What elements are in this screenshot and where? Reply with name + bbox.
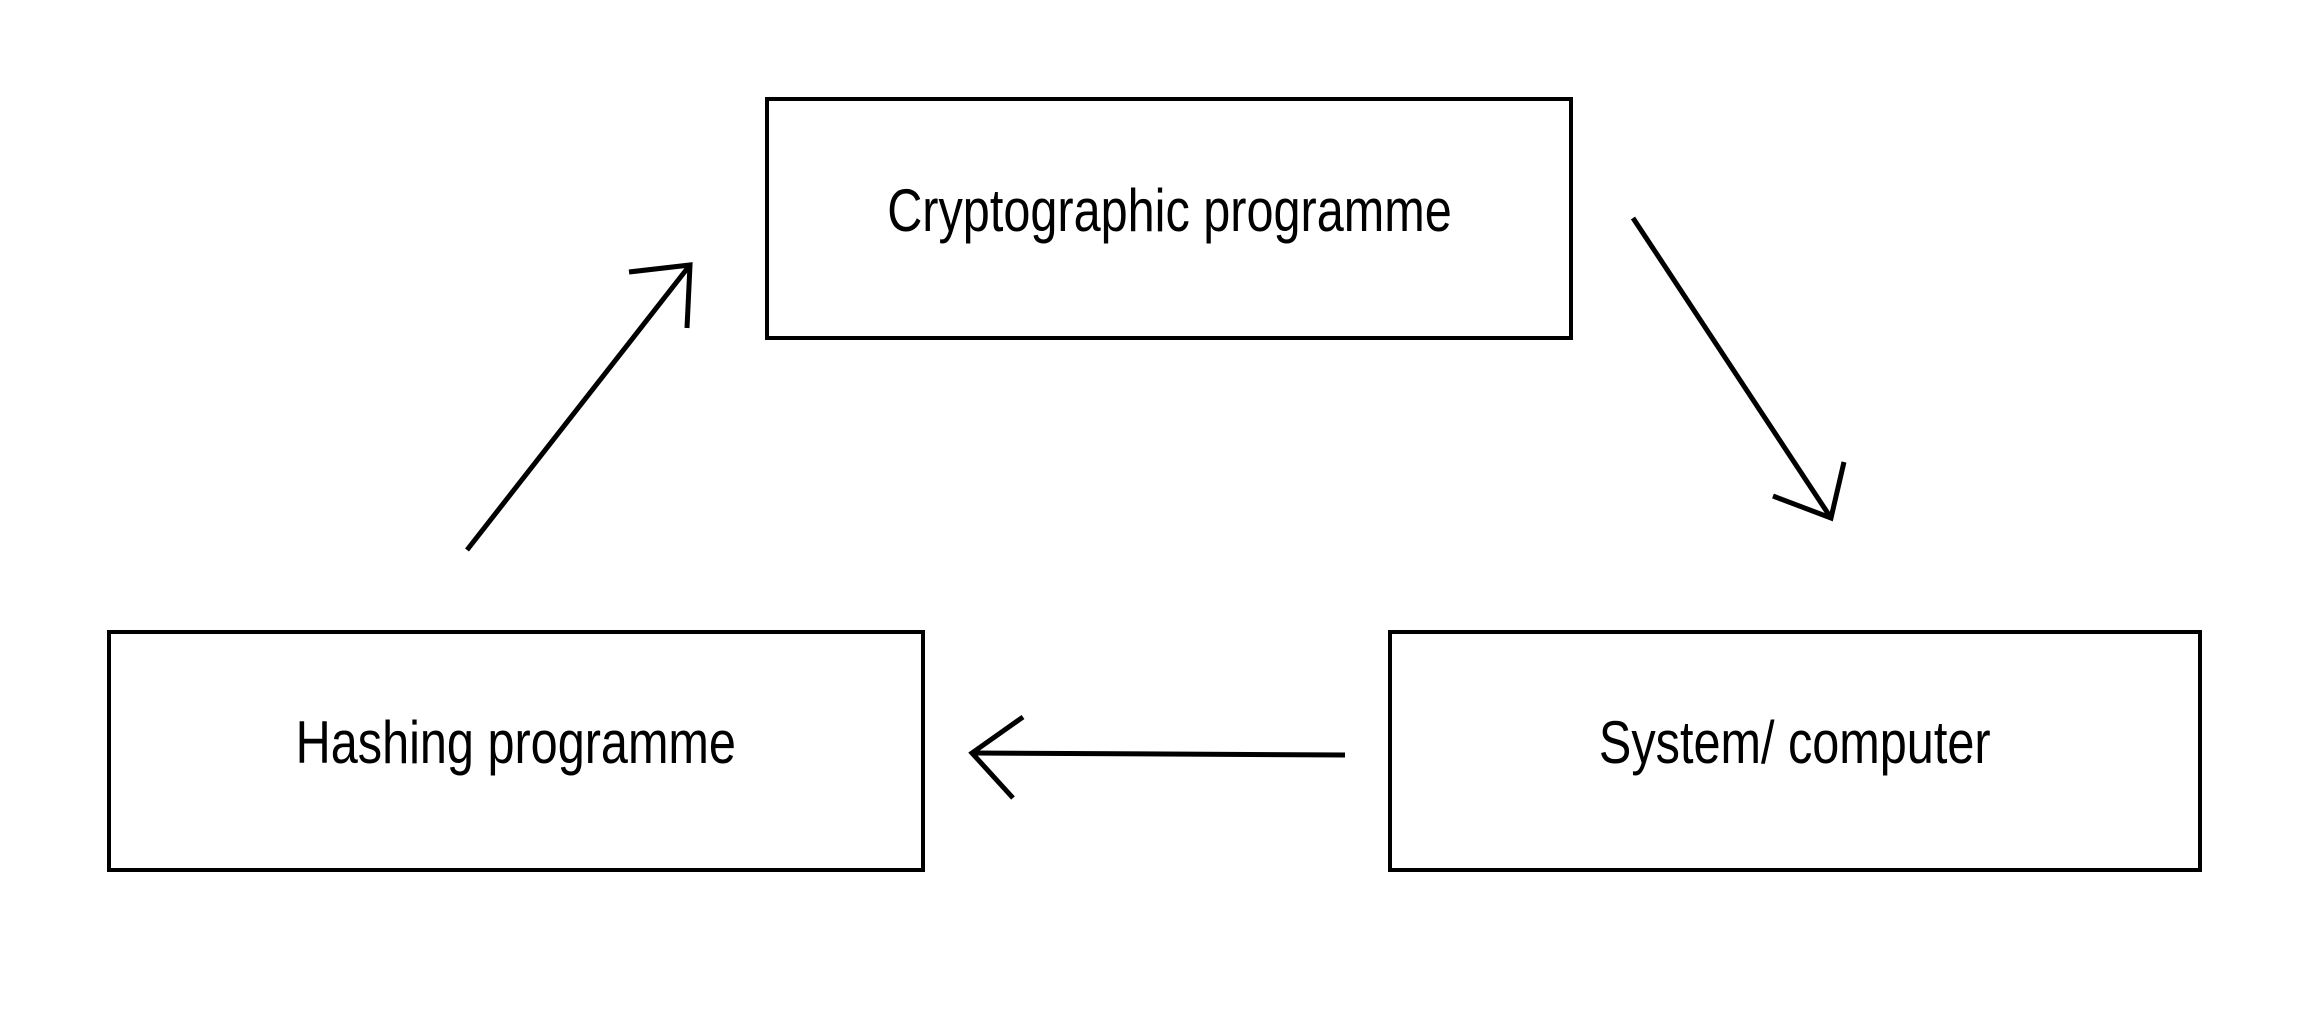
- node-system-computer: System/ computer: [1388, 630, 2202, 872]
- node-cryptographic-programme-label: Cryptographic programme: [886, 176, 1452, 244]
- arrow-crypto-to-system: [1630, 216, 1847, 522]
- arrow-hashing-to-crypto: [465, 262, 693, 552]
- node-cryptographic-programme: Cryptographic programme: [765, 97, 1573, 340]
- node-hashing-programme: Hashing programme: [107, 630, 925, 872]
- node-hashing-programme-label: Hashing programme: [295, 709, 737, 776]
- arrow-system-to-hashing: [968, 714, 1346, 800]
- node-system-computer-label: System/ computer: [1599, 709, 1991, 776]
